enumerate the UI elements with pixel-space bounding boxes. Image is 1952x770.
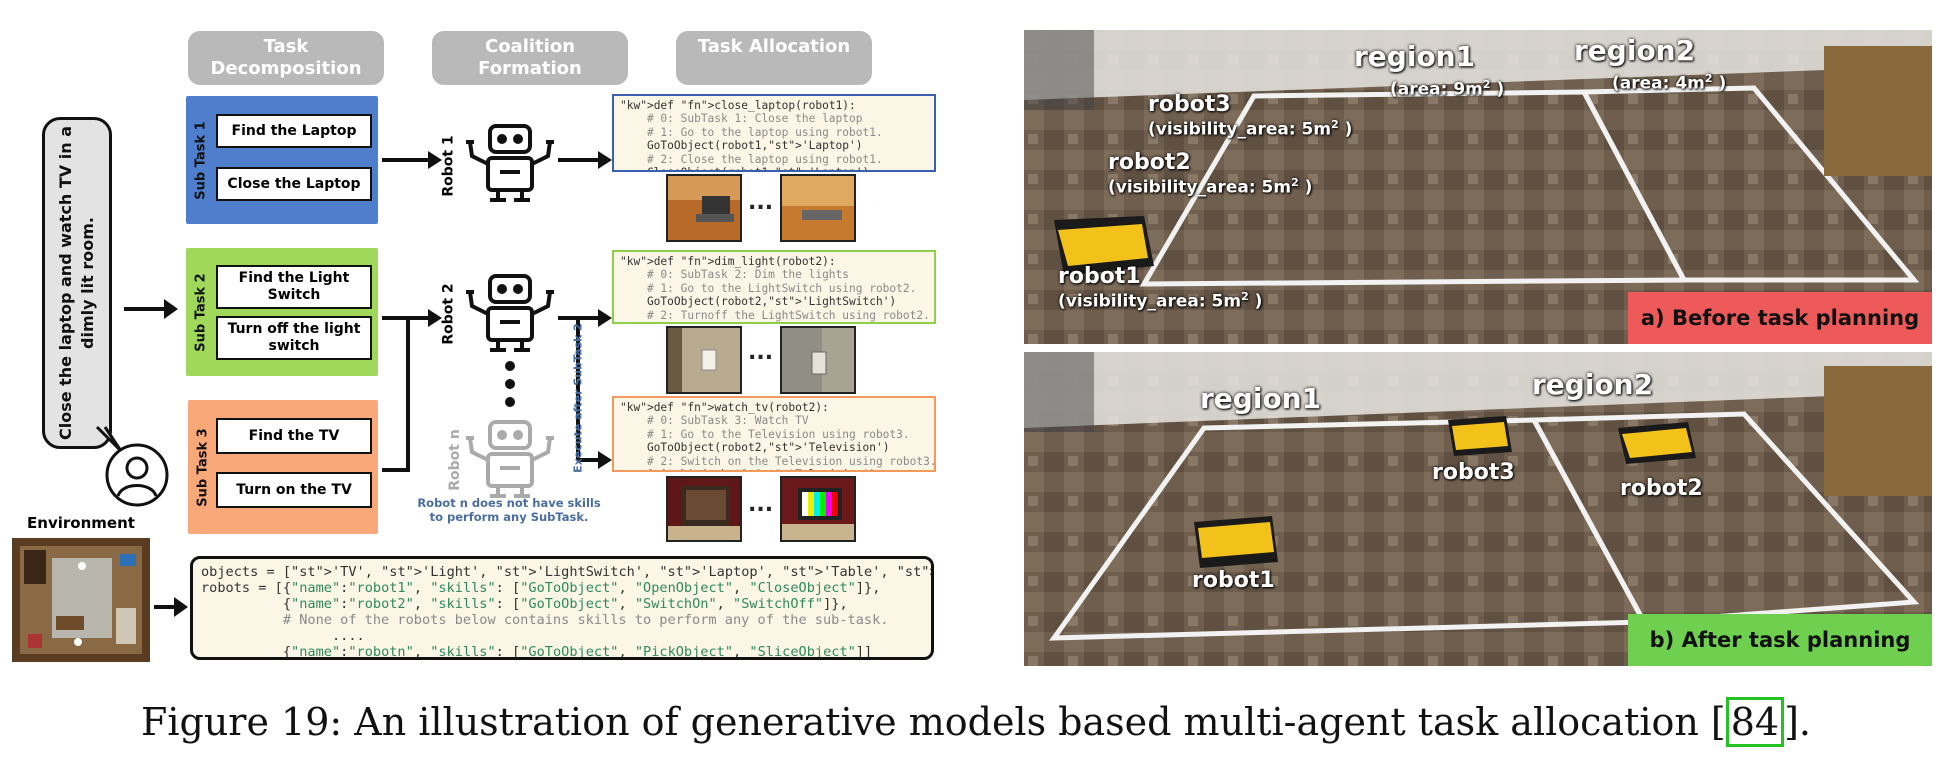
environment-floorplan-image	[12, 538, 150, 662]
figure-caption: Figure 19: An illustration of generative…	[0, 697, 1952, 747]
top-region2-area-sup: 2	[1704, 72, 1713, 85]
header-coalition-formation: Coalition Formation	[432, 31, 628, 85]
top-robot1-vis-sup: 2	[1241, 290, 1249, 303]
top-robot3-label: robot3	[1148, 92, 1231, 117]
top-robot2-vis-sup: 2	[1291, 176, 1299, 189]
top-robot1-vis-text: (visibility_area: 5m	[1058, 291, 1242, 312]
subtask-1-label: Sub Task 1	[193, 120, 209, 200]
instruction-bubble: Close the laptop and watch TV in a dimly…	[42, 117, 112, 449]
top-region1-area-close: )	[1490, 79, 1505, 100]
caption-text: Figure 19: An illustration of generative…	[140, 700, 1726, 744]
robot-1-icon	[466, 124, 554, 202]
instruction-text: Close the laptop and watch TV in a dimly…	[56, 126, 97, 441]
top-region2-label: region2	[1574, 34, 1696, 67]
environment-code-block: objects = ["st">'TV', "st">'Light', "st"…	[190, 556, 934, 660]
floor-after-image	[1024, 352, 1932, 666]
top-robot2-label: robot2	[1108, 150, 1191, 175]
robot-2-label: Robot 2	[440, 283, 457, 345]
arrow-instruction-icon	[124, 299, 178, 319]
bottom-robot3-label: robot3	[1432, 460, 1515, 485]
subtask-1-item-2: Close the Laptop	[216, 167, 372, 201]
top-robot1-vis-close: )	[1248, 291, 1263, 312]
top-robot3-visibility: (visibility_area: 5m2 )	[1148, 118, 1352, 140]
robot-1-label: Robot 1	[440, 135, 457, 197]
top-region2-area-close: )	[1712, 73, 1727, 94]
bottom-region1-label: region1	[1200, 382, 1322, 415]
subtask-2-item-2: Turn off the light switch	[216, 316, 372, 360]
subtask-3-item-2: Turn on the TV	[216, 472, 372, 508]
execute-note: Execute after SubTask 2	[571, 323, 585, 473]
top-robot2-visibility: (visibility_area: 5m2 )	[1108, 176, 1312, 198]
robot-n-icon	[466, 420, 554, 498]
robot-n-note: Robot n does not have skills to perform …	[417, 496, 601, 524]
header-task-decomposition: Task Decomposition	[188, 31, 384, 85]
robot-n-label: Robot n	[446, 429, 463, 491]
photo-before-planning: region1 (area: 9m2 ) region2 (area: 4m2 …	[1024, 30, 1932, 344]
top-robot3-vis-close: )	[1338, 119, 1353, 140]
top-region1-area-text: (area: 9m	[1390, 79, 1483, 100]
header-task-allocation: Task Allocation	[676, 31, 872, 85]
ellipsis-2: ...	[748, 340, 774, 365]
top-region1-label: region1	[1354, 40, 1476, 73]
top-robot1-label: robot1	[1058, 264, 1141, 289]
top-region1-area: (area: 9m2 )	[1390, 78, 1504, 100]
top-robot3-vis-text: (visibility_area: 5m	[1148, 119, 1332, 140]
bottom-region2-label: region2	[1532, 368, 1654, 401]
before-planning-banner: a) Before task planning	[1628, 292, 1932, 344]
ellipsis-1: ...	[748, 190, 774, 215]
top-robot2-vis-close: )	[1298, 177, 1313, 198]
subtask-2-panel: Sub Task 2 Find the Light Switch Turn of…	[186, 248, 378, 376]
top-region2-area-text: (area: 4m	[1612, 73, 1705, 94]
switch-thumb-1-image	[666, 326, 742, 394]
execute-note-wrap: Execute after SubTask 2	[570, 323, 586, 473]
laptop-thumb-1-image	[666, 174, 742, 242]
arrow-environment-icon	[154, 597, 188, 617]
top-robot1-visibility: (visibility_area: 5m2 )	[1058, 290, 1262, 312]
robot-2-icon	[466, 274, 554, 352]
top-robot2-vis-text: (visibility_area: 5m	[1108, 177, 1292, 198]
subtask-3-item-1: Find the TV	[216, 418, 372, 454]
citation-link[interactable]: 84	[1725, 697, 1785, 747]
connector-arrows-icon	[382, 151, 612, 472]
subtask-3-label: Sub Task 3	[195, 427, 211, 507]
floor-before-image	[1024, 30, 1932, 344]
top-region1-area-sup: 2	[1482, 78, 1491, 91]
bottom-robot1-label: robot1	[1192, 568, 1275, 593]
subtask-1-item-1: Find the Laptop	[216, 114, 372, 148]
subtask-1-panel: Sub Task 1 Find the Laptop Close the Lap…	[186, 96, 378, 224]
caption-end: ].	[1784, 700, 1812, 744]
code-block-close-laptop: "kw">def "fn">close_laptop(robot1): # 0:…	[612, 94, 936, 172]
photo-after-planning: region1 region2 robot1 robot3 robot2 b) …	[1024, 352, 1932, 666]
user-icon	[105, 443, 169, 507]
tv-thumb-1-image	[666, 476, 742, 542]
bottom-robot2-label: robot2	[1620, 476, 1703, 501]
subtask-2-label: Sub Task 2	[193, 272, 209, 352]
after-planning-banner: b) After task planning	[1628, 614, 1932, 666]
top-robot3-vis-sup: 2	[1331, 118, 1339, 131]
switch-thumb-2-image	[780, 326, 856, 394]
tv-thumb-2-image	[780, 476, 856, 542]
ellipsis-3: ...	[748, 492, 774, 517]
code-block-dim-light: "kw">def "fn">dim_light(robot2): # 0: Su…	[612, 250, 936, 324]
environment-label: Environment	[27, 514, 135, 532]
laptop-thumb-2-image	[780, 174, 856, 242]
top-region2-area: (area: 4m2 )	[1612, 72, 1726, 94]
code-block-watch-tv: "kw">def "fn">watch_tv(robot2): # 0: Sub…	[612, 396, 936, 472]
more-robots-dots-icon	[505, 361, 515, 407]
subtask-3-panel: Sub Task 3 Find the TV Turn on the TV	[188, 400, 378, 534]
subtask-2-item-1: Find the Light Switch	[216, 265, 372, 309]
